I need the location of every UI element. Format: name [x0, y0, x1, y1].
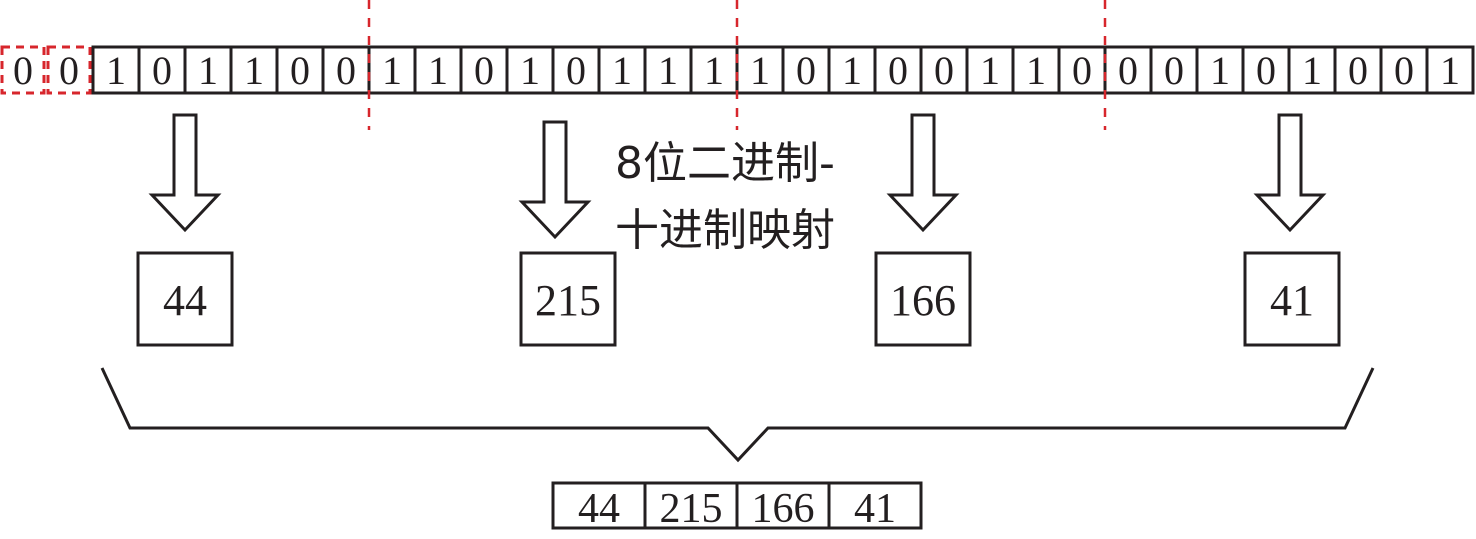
bit: 0: [566, 48, 586, 93]
bit: 1: [750, 48, 770, 93]
mapping-label-line2: 十进制映射: [615, 205, 835, 256]
down-arrow-icon: [148, 113, 222, 233]
bit: 1: [980, 48, 1000, 93]
padding-bit-cell: [46, 45, 92, 95]
decimal-box: [1243, 251, 1341, 347]
down-arrow-icon: [518, 120, 592, 240]
bit: 1: [842, 48, 862, 93]
combine-brace: [100, 367, 1375, 463]
bit: 0: [474, 48, 494, 93]
bit: 1: [1302, 48, 1322, 93]
down-arrow-icon: [1253, 113, 1327, 233]
decimal-value: 44: [163, 276, 207, 325]
decimal-box: [519, 251, 617, 347]
bit: 0: [888, 48, 908, 93]
bit: 0: [1394, 48, 1414, 93]
bit: 1: [198, 48, 218, 93]
bit: 1: [428, 48, 448, 93]
decimal-box: [874, 251, 972, 347]
bit: 0: [934, 48, 954, 93]
bit: 1: [658, 48, 678, 93]
result-value: 166: [752, 486, 815, 532]
decimal-box: [136, 251, 234, 347]
result-value: 44: [578, 486, 620, 532]
bit: 0: [796, 48, 816, 93]
padding-bit: 0: [13, 48, 33, 93]
bit: 1: [1210, 48, 1230, 93]
bit: 0: [1256, 48, 1276, 93]
decimal-value: 215: [535, 276, 601, 325]
bit: 1: [1026, 48, 1046, 93]
bit: 0: [1164, 48, 1184, 93]
bit: 0: [152, 48, 172, 93]
bit: 0: [1348, 48, 1368, 93]
bit: 1: [520, 48, 540, 93]
bit-cell: [1425, 45, 1475, 95]
decimal-value: 166: [890, 276, 956, 325]
result-cell: [827, 481, 923, 530]
bit: 1: [612, 48, 632, 93]
bit: 1: [244, 48, 264, 93]
bit: 0: [1118, 48, 1138, 93]
padding-bit: 0: [59, 48, 79, 93]
bit: 0: [336, 48, 356, 93]
decimal-value: 41: [1270, 276, 1314, 325]
bit: 0: [290, 48, 310, 93]
bit: 1: [704, 48, 724, 93]
down-arrow-icon: [886, 113, 960, 233]
bit: 1: [382, 48, 402, 93]
bit: 1: [1440, 48, 1460, 93]
mapping-label-line1: 8位二进制-: [615, 138, 835, 189]
padding-bit-cell: [0, 45, 46, 95]
result-value: 41: [854, 486, 896, 532]
bit: 0: [1072, 48, 1092, 93]
bit: 1: [106, 48, 126, 93]
result-value: 215: [660, 486, 723, 532]
